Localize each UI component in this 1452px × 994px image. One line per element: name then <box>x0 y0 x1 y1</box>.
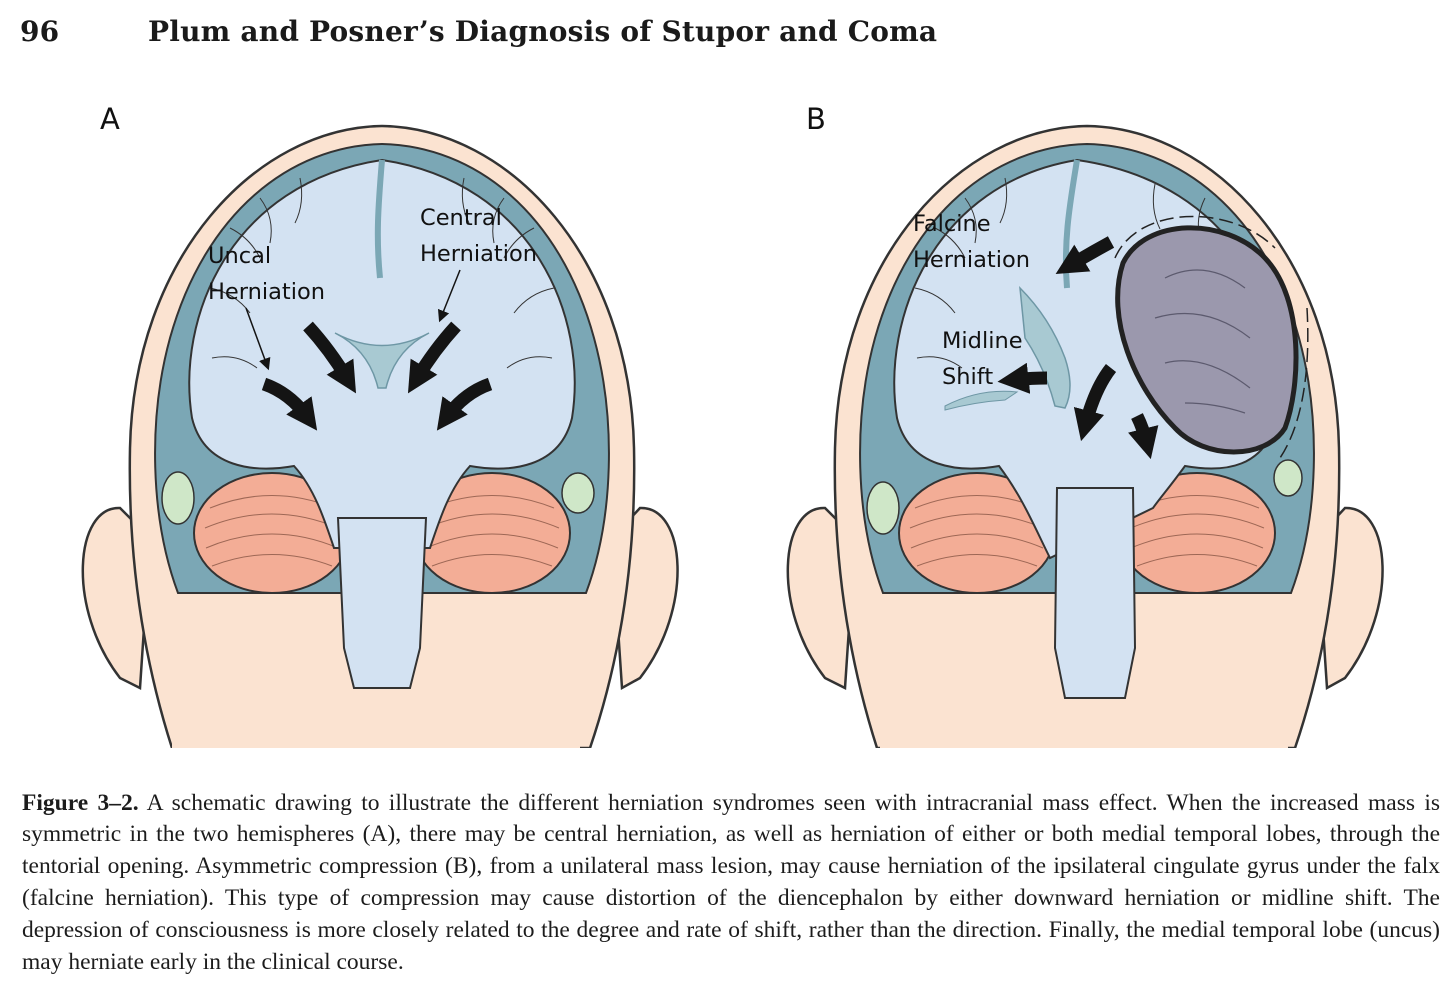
panel-b-drawing <box>786 124 1384 748</box>
mass-lesion-b <box>1115 225 1299 455</box>
falcine-line-1: Falcine <box>913 211 991 237</box>
falx-a <box>374 159 385 279</box>
bottom-fade-a <box>172 736 580 748</box>
herniation-arrows-b <box>997 236 1159 460</box>
cistern-left-a <box>161 471 195 525</box>
panel-a-drawing <box>81 124 679 748</box>
uncal-line-1: Uncal <box>208 243 272 269</box>
herniation-arrows-a <box>261 321 493 431</box>
figure-illustration <box>81 124 1384 748</box>
page-number: 96 <box>20 14 60 48</box>
uncal-pointer <box>245 307 271 371</box>
uncal-herniation-callout: Uncal Herniation <box>208 238 325 310</box>
temporal-horn-b <box>944 390 1019 411</box>
central-herniation-callout: Central Herniation <box>420 200 537 272</box>
cistern-left-b <box>866 481 900 535</box>
caption-label: Figure 3–2. <box>22 789 139 816</box>
central-line-2: Herniation <box>420 241 538 267</box>
midline-line-1: Midline <box>942 328 1023 354</box>
central-pointer <box>437 269 461 323</box>
uncal-line-2: Herniation <box>208 279 326 305</box>
herniation-figure: A B Uncal Herniation Central Herniation … <box>0 88 1452 748</box>
panel-b-label: B <box>806 102 826 136</box>
figure-caption: Figure 3–2. A schematic drawing to illus… <box>22 788 1440 979</box>
brainstem-b <box>1053 487 1137 699</box>
brainstem-a <box>336 517 428 689</box>
cistern-right-b <box>1273 459 1303 497</box>
midline-shift-callout: Midline Shift <box>942 323 1023 395</box>
running-title: Plum and Posner’s Diagnosis of Stupor an… <box>148 14 938 48</box>
caption-text: A schematic drawing to illustrate the di… <box>22 789 1440 976</box>
running-head: 96 Plum and Posner’s Diagnosis of Stupor… <box>20 10 1430 52</box>
central-line-1: Central <box>420 205 502 231</box>
midline-line-2: Shift <box>942 364 994 390</box>
panel-a-label: A <box>100 102 120 136</box>
falcine-line-2: Herniation <box>913 247 1031 273</box>
ventricles-b <box>1019 285 1071 409</box>
falcine-herniation-callout: Falcine Herniation <box>913 206 1030 278</box>
cistern-right-a <box>561 472 595 514</box>
bottom-fade-b <box>880 736 1288 748</box>
ventricles-a <box>334 332 430 389</box>
